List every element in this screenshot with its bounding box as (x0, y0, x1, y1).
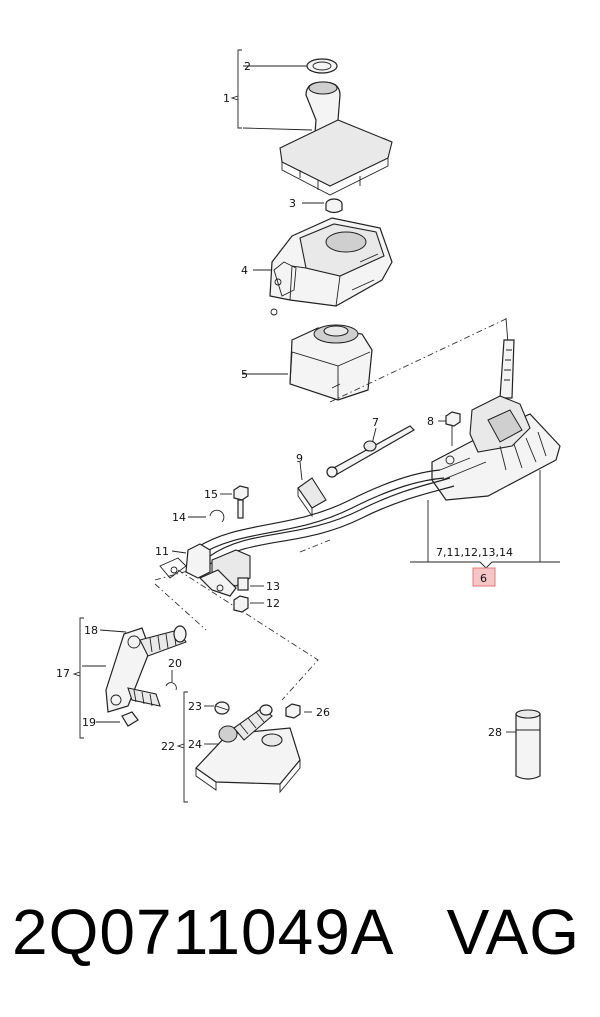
callout-8: 8 (427, 415, 434, 428)
callout-15: 15 (204, 488, 218, 501)
callout-28: 28 (488, 726, 502, 739)
callout-22: 22 (161, 740, 175, 753)
part-number: 2Q0711049A (12, 896, 395, 968)
clip-14 (188, 509, 225, 523)
gear-knob-with-boot (230, 49, 393, 196)
lower-lever-assembly-22 (176, 691, 312, 803)
highlight-box-6 (472, 567, 496, 587)
brand-name: VAG (446, 896, 580, 968)
callout-18: 18 (84, 624, 98, 637)
callout-11: 11 (155, 545, 169, 558)
callout-2: 2 (244, 60, 251, 73)
shift-housing-4 (253, 217, 393, 316)
cable-clip-7 (326, 425, 415, 478)
bolt-15 (220, 485, 249, 519)
callout-13: 13 (266, 580, 280, 593)
callout-3: 3 (289, 197, 296, 210)
lower-cover-5 (242, 324, 373, 401)
callout-5: 5 (241, 368, 248, 381)
bracket-9 (297, 461, 327, 518)
grease-tube-28 (506, 709, 541, 780)
shift-cables (195, 469, 455, 565)
callout-9: 9 (296, 452, 303, 465)
callout-12: 12 (266, 597, 280, 610)
group-bracket-6 (410, 470, 560, 587)
cable-holder (159, 543, 264, 613)
callout-19: 19 (82, 716, 96, 729)
callout-20: 20 (168, 657, 182, 670)
gear-shift-mechanism (431, 317, 561, 501)
selector-lever-assembly-17 (72, 617, 187, 739)
callout-4: 4 (241, 264, 248, 277)
nut-8 (438, 411, 461, 446)
callout-group-6-list: 7,11,12,13,14 (436, 546, 513, 559)
callout-26: 26 (316, 706, 330, 719)
callout-14: 14 (172, 511, 186, 524)
callout-1: 1 (223, 92, 230, 105)
callout-6: 6 (480, 572, 487, 585)
nut-3 (302, 198, 343, 214)
exploded-parts-diagram: 2 1 3 4 5 7 8 9 15 14 11 13 12 7,11,12,1… (56, 49, 561, 803)
callout-23: 23 (188, 700, 202, 713)
callout-17: 17 (56, 667, 70, 680)
callout-7: 7 (372, 416, 379, 429)
callout-24: 24 (188, 738, 202, 751)
